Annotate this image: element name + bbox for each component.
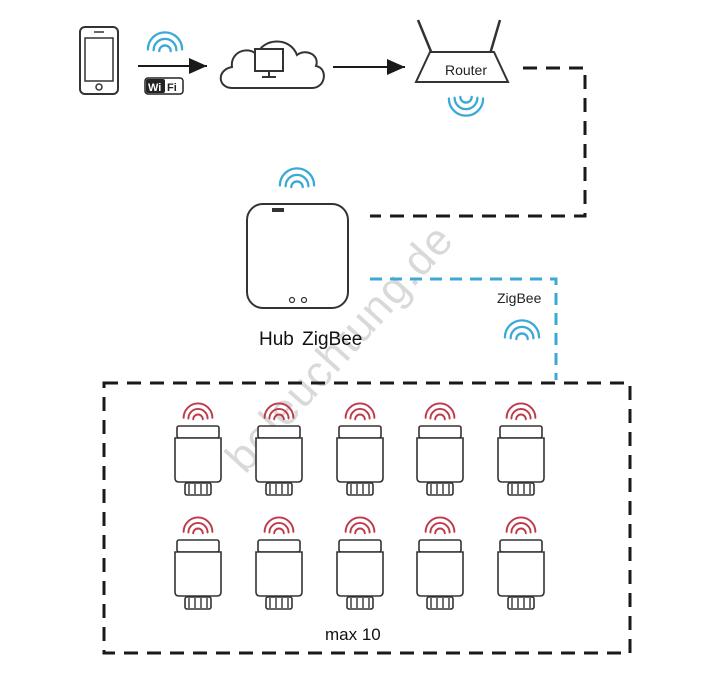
thermostat-signal-icon <box>182 402 214 421</box>
router-wifi-signal-icon <box>447 95 485 117</box>
thermostat-icon <box>174 516 222 610</box>
hub-label-part2: ZigBee <box>302 329 362 350</box>
thermostat-signal-icon <box>263 402 295 421</box>
thermostat-group-box <box>102 381 632 655</box>
zigbee-hub-icon <box>246 203 349 309</box>
thermostat-signal-icon <box>424 402 456 421</box>
hub-wifi-signal-icon <box>278 167 316 189</box>
thermostat-signal-icon <box>344 516 376 535</box>
router-icon: Router <box>414 19 510 83</box>
thermostat-signal-icon <box>263 516 295 535</box>
router-label: Router <box>445 62 487 78</box>
thermostat-signal-icon <box>505 402 537 421</box>
thermostat-icon <box>255 516 303 610</box>
hub-label: Hub ZigBee <box>259 329 362 350</box>
thermostat-icon <box>255 402 303 496</box>
thermostat-signal-icon <box>344 402 376 421</box>
hub-label-part1: Hub <box>259 329 294 350</box>
thermostat-signal-icon <box>424 516 456 535</box>
group-label: max 10 <box>325 625 381 644</box>
thermostat-icon <box>336 516 384 610</box>
cloud-icon <box>219 40 325 89</box>
thermostat-icon <box>416 402 464 496</box>
smartphone-icon <box>79 26 119 95</box>
thermostat-icon <box>416 516 464 610</box>
thermostat-signal-icon <box>505 516 537 535</box>
zigbee-signal-icon <box>503 319 541 341</box>
wifi-logo-wi: Wi <box>148 82 161 94</box>
thermostat-icon <box>174 402 222 496</box>
thermostat-icon <box>497 516 545 610</box>
wifi-signal-icon <box>146 31 184 53</box>
thermostat-signal-icon <box>182 516 214 535</box>
thermostat-grid <box>174 402 545 610</box>
zigbee-label: ZigBee <box>497 290 542 306</box>
zigbee-link <box>370 277 558 380</box>
wifi-logo-fi: Fi <box>167 82 177 94</box>
thermostat-icon <box>336 402 384 496</box>
link-router-to-hub <box>370 66 587 218</box>
wifi-logo: Wi Fi <box>144 77 184 95</box>
thermostat-icon <box>497 402 545 496</box>
